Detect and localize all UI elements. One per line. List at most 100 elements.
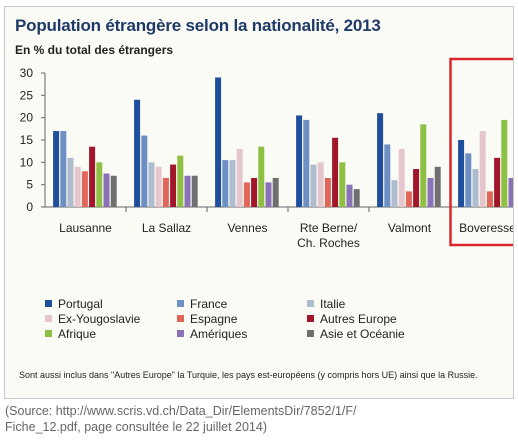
- bar: [191, 175, 198, 207]
- bar: [162, 177, 169, 207]
- legend-item: Afrique: [45, 327, 96, 341]
- legend-item: France: [177, 297, 227, 311]
- bar: [148, 162, 155, 207]
- source-citation: (Source: http://www.scris.vd.ch/Data_Dir…: [5, 403, 515, 435]
- bar: [391, 180, 398, 207]
- x-tick-label: Valmont: [388, 221, 432, 235]
- bar: [215, 77, 222, 207]
- bar: [170, 164, 177, 207]
- legend-label: Autres Europe: [320, 312, 397, 326]
- bar: [413, 169, 420, 207]
- bar: [324, 177, 331, 207]
- legend-swatch: [177, 330, 184, 337]
- legend-swatch: [177, 300, 184, 307]
- highlight-box: [449, 57, 513, 247]
- x-tick-label: Lausanne: [59, 221, 112, 235]
- chart-frame: Population étrangère selon la nationalit…: [4, 6, 514, 399]
- bar: [346, 184, 353, 207]
- bar: [479, 131, 486, 207]
- x-tick-label: La Sallaz: [142, 221, 191, 235]
- bar: [222, 160, 229, 207]
- bar: [110, 175, 117, 207]
- legend-item: Asie et Océanie: [307, 327, 405, 341]
- y-tick-label: 15: [20, 133, 34, 147]
- chart-note: Sont aussi inclus dans "Autres Europe" l…: [19, 370, 478, 380]
- bar: [141, 135, 148, 207]
- legend-swatch: [45, 330, 52, 337]
- chart-title: Population étrangère selon la nationalit…: [15, 16, 381, 35]
- x-tick-label: Boveresses: [459, 221, 514, 235]
- bar: [310, 164, 317, 207]
- bar: [236, 148, 243, 207]
- legend-swatch: [177, 315, 184, 322]
- legend-label: Asie et Océanie: [320, 327, 405, 341]
- x-tick-label: Rte Berne/: [300, 221, 358, 235]
- bar: [486, 191, 493, 207]
- legend-swatch: [307, 315, 314, 322]
- legend-label: Ex-Yougoslavie: [58, 312, 141, 326]
- bar: [472, 169, 479, 207]
- bar: [494, 157, 501, 207]
- source-line: Fiche_12.pdf, page consultée le 22 juill…: [5, 420, 267, 434]
- legend-label: Amériques: [190, 327, 248, 341]
- source-line: (Source: http://www.scris.vd.ch/Data_Dir…: [5, 404, 357, 418]
- bar: [229, 160, 236, 207]
- bar: [398, 148, 405, 207]
- bar: [501, 119, 508, 207]
- y-tick-label: 30: [20, 66, 34, 80]
- y-tick-label: 20: [20, 111, 34, 125]
- bar: [177, 155, 184, 207]
- legend-item: Autres Europe: [307, 312, 397, 326]
- legend-swatch: [307, 300, 314, 307]
- bar: [134, 99, 141, 207]
- legend-swatch: [45, 315, 52, 322]
- bar: [103, 173, 110, 207]
- y-tick-label: 10: [20, 155, 34, 169]
- bar: [251, 177, 258, 207]
- legend-swatch: [307, 330, 314, 337]
- bar: [81, 171, 88, 207]
- legend-label: Italie: [320, 297, 346, 311]
- bar: [339, 162, 346, 207]
- x-tick-label: Vennes: [227, 221, 267, 235]
- legend-item: Portugal: [45, 297, 103, 311]
- bar: [243, 182, 250, 207]
- y-tick-label: 25: [20, 88, 34, 102]
- legend-label: Espagne: [190, 312, 238, 326]
- bar: [384, 144, 391, 207]
- y-tick-label: 0: [26, 200, 33, 214]
- y-tick-label: 5: [26, 178, 33, 192]
- bar: [427, 177, 434, 207]
- legend-swatch: [45, 300, 52, 307]
- bar: [155, 166, 162, 207]
- bar: [89, 146, 96, 207]
- bar: [317, 162, 324, 207]
- bar: [434, 166, 441, 207]
- bar: [377, 113, 384, 207]
- bar: [265, 182, 272, 207]
- legend-item: Amériques: [177, 327, 247, 341]
- x-tick-label: Ch. Roches: [297, 236, 360, 250]
- bar: [272, 177, 279, 207]
- bar: [60, 131, 67, 207]
- bar: [465, 153, 472, 207]
- bar: [53, 131, 60, 207]
- bar: [458, 140, 465, 207]
- legend-item: Espagne: [177, 312, 237, 326]
- bar: [405, 191, 412, 207]
- bar: [332, 137, 339, 207]
- bar: [296, 115, 303, 207]
- legend-label: Afrique: [58, 327, 97, 341]
- bar: [353, 189, 360, 207]
- legend-label: France: [190, 297, 228, 311]
- legend-label: Portugal: [58, 297, 103, 311]
- legend-item: Ex-Yougoslavie: [45, 312, 140, 326]
- bar: [508, 177, 513, 207]
- bar: [67, 157, 74, 207]
- bar: [184, 175, 191, 207]
- bar: [74, 166, 81, 207]
- bar: [420, 124, 427, 207]
- chart-subtitle: En % du total des étrangers: [15, 43, 174, 57]
- bar: [96, 162, 103, 207]
